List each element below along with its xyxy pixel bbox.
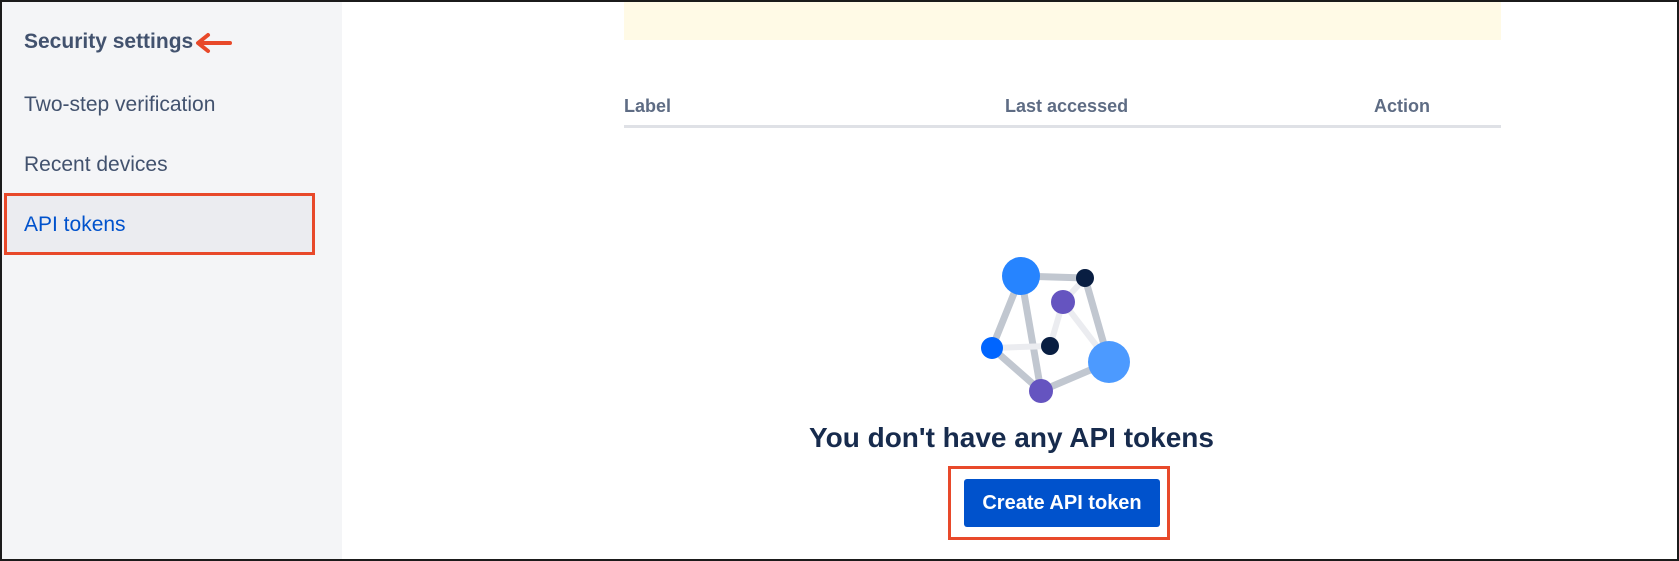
- warning-banner: [624, 2, 1501, 40]
- empty-state-title: You don't have any API tokens: [809, 422, 1214, 453]
- table-header-divider: [624, 125, 1501, 128]
- create-button-annotation: [948, 466, 1170, 540]
- sidebar-heading-security-settings[interactable]: Security settings: [24, 30, 194, 53]
- main-content: Label Last accessed Action: [342, 2, 1677, 559]
- column-header-action: Action: [1374, 96, 1430, 116]
- sidebar: Security settings Two-step verification …: [2, 2, 342, 559]
- sidebar-item-two-step-verification[interactable]: Two-step verification: [24, 93, 216, 116]
- annotation-arrow-icon: [196, 33, 232, 53]
- column-header-label: Label: [624, 96, 672, 116]
- sidebar-item-api-tokens[interactable]: API tokens: [24, 213, 126, 236]
- network-graph-icon: [981, 257, 1130, 403]
- sidebar-item-recent-devices[interactable]: Recent devices: [24, 153, 168, 176]
- create-api-token-button[interactable]: Create API token: [964, 479, 1160, 527]
- column-header-last-accessed: Last accessed: [1005, 96, 1129, 116]
- sidebar-item-api-tokens-highlight: [4, 193, 315, 255]
